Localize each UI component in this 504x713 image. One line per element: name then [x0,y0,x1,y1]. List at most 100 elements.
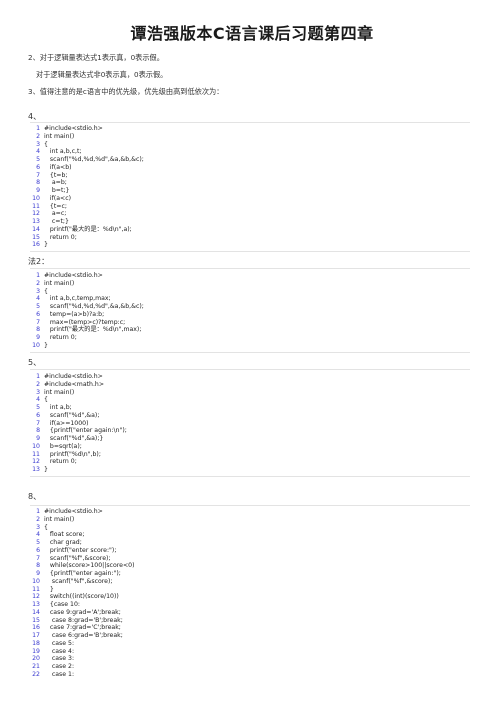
line-number: 4 [36,396,40,404]
code-line: 10 if(a<c) [30,195,144,203]
line-number: 12 [32,593,40,601]
line-number: 1 [36,272,40,279]
line-number: 22 [32,670,40,678]
code-text: scanf("%f",&score); [44,577,113,585]
line-number: 4 [36,531,40,539]
code-line: 6 temp=(a>b)?a:b; [30,311,144,319]
code-text: {t=c; [44,202,67,210]
line-number: 3 [36,388,40,396]
code-text: scanf("%d,%d,%d",&a,&b,&c); [44,303,144,310]
code-line: 9 scanf("%d",&a);} [30,435,127,443]
line-number: 10 [32,194,40,202]
code-line: 8 {printf("enter again:\n"); [30,427,127,435]
line-number: 21 [32,663,40,670]
line-number: 6 [36,310,40,318]
code-line: 14 printf("最大的是：%d\n",a); [30,226,144,234]
code-text: printf("最大的是：%d\n",a); [44,225,132,233]
line-number: 10 [32,442,40,450]
line-number: 2 [36,515,40,523]
code-line: 9 {printf("enter again:"); [30,570,135,578]
code-text: } [44,466,48,473]
code-line: 15 case 8:grad='B';break; [30,617,135,625]
line-number: 19 [32,647,40,655]
line-number: 9 [36,570,40,577]
code-text: int a,b; [44,404,72,411]
section-8-heading: 8、 [28,492,42,501]
section-4-heading: 4、 [28,112,42,121]
code-line: 10 b=sqrt(a); [30,443,127,451]
code-line: 14 case 9:grad='A';break; [30,609,135,617]
code-text: if(a<c) [44,194,72,202]
divider [30,122,470,123]
code-text: while(score>100||score<0) [44,562,135,570]
code-line: 4{ [30,396,127,404]
code-text: scanf("%f",&score); [44,554,111,562]
code-line: 8 while(score>100||score<0) [30,562,135,570]
line-number: 18 [32,639,40,647]
code-text: { [44,396,48,404]
line-number: 1 [36,508,40,515]
code-text: { [44,140,48,148]
code-line: 3{ [30,524,135,532]
line-number: 14 [32,225,40,233]
code-text: case 3: [44,655,75,663]
code-text: temp=(a>b)?a:b; [44,310,105,318]
intro-line-1: 2、对于逻辑量表达式1表示真，0表示假。 [28,53,164,62]
code-line: 8 printf("最大的是：%d\n",max); [30,326,144,334]
code-text: case 2: [44,663,75,670]
line-number: 3 [36,523,40,531]
code-text: a=c; [44,210,67,218]
code-text: int a,b,c,temp,max; [44,295,111,303]
line-number: 11 [32,585,40,593]
line-number: 2 [36,380,40,388]
line-number: 15 [32,233,40,241]
line-number: 10 [32,577,40,585]
line-number: 13 [32,218,40,225]
line-number: 17 [32,632,40,639]
line-number: 11 [32,202,40,210]
intro-line-2: 对于逻辑量表达式非0表示真，0表示假。 [36,70,168,79]
line-number: 7 [36,171,40,179]
code-text: float score; [44,531,85,539]
code-text: case 9:grad='A';break; [44,608,121,616]
code-line: 1#include<stdio.h> [30,272,144,280]
line-number: 5 [36,303,40,310]
code-line: 11 printf("%d\n",b); [30,451,127,459]
code-text: #include<stdio.h> [44,373,103,380]
code-text: case 7:grad='C';break; [44,624,121,632]
line-number: 9 [36,187,40,194]
code-text: printf("最大的是：%d\n",max); [44,326,142,334]
code-line: 11 } [30,586,135,594]
code-text: a=b; [44,179,67,187]
line-number: 5 [36,156,40,163]
code-text: int main() [44,132,75,140]
code-text: case 8:grad='B';break; [44,616,123,624]
code-line: 13} [30,466,127,474]
line-number: 9 [36,334,40,341]
code-text: scanf("%d",&a);} [44,435,104,442]
code-line: 7 max=(temp>c)?temp:c; [30,319,144,327]
code-text: {t=b; [44,171,68,179]
line-number: 2 [36,132,40,140]
code-text: if(a<b) [44,163,72,171]
code-line: 4 int a,b,c,t; [30,148,144,156]
code-line: 22 case 1: [30,671,135,679]
code-line: 1#include<stdio.h> [30,125,144,133]
line-number: 4 [36,148,40,156]
code-line: 9 return 0; [30,334,144,342]
code-text: { [44,523,48,531]
code-line: 18 case 5: [30,640,135,648]
intro-line-3: 3、值得注意的是c语言中的优先级，优先级由高到低依次为： [28,87,224,96]
code-line: 20 case 3: [30,655,135,663]
line-number: 3 [36,287,40,295]
code-text: scanf("%d",&a); [44,411,100,419]
code-line: 21 case 2: [30,663,135,671]
code-line: 6 printf("enter score:"); [30,547,135,555]
code-text: case 5: [44,639,75,647]
code-text: #include<stdio.h> [44,125,103,132]
divider [30,505,470,506]
